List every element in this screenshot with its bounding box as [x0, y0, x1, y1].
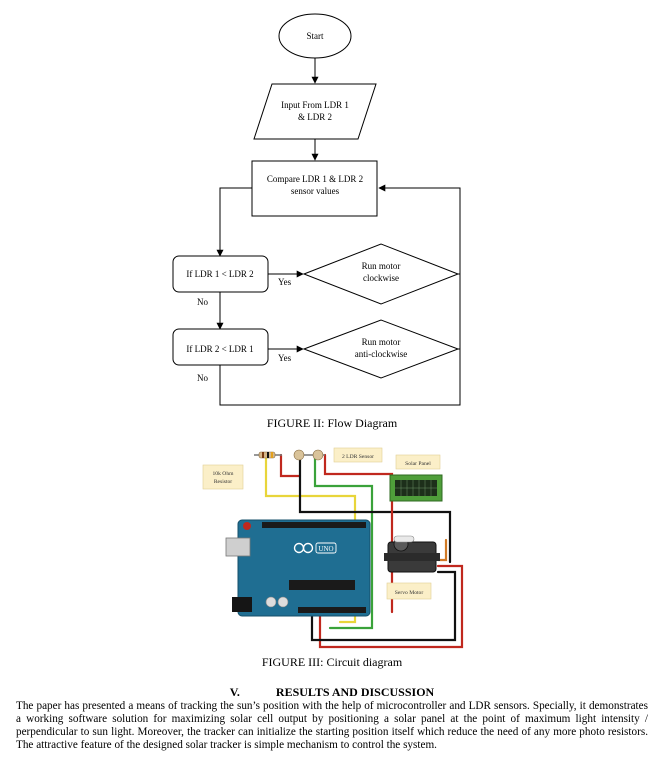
figure-2-caption: FIGURE II: Flow Diagram [266, 416, 398, 430]
figure-3-caption: FIGURE III: Circuit diagram [261, 655, 403, 669]
wire-yellow-1 [264, 456, 357, 624]
compare-process-box [251, 160, 378, 217]
start-label: Start [307, 31, 324, 41]
circuit-diagram: 10k Ohm Resistor 2 LDR Sensor Solar Pane… [202, 447, 464, 649]
resistor-note [202, 464, 244, 490]
input-label-1: Input From LDR 1 [281, 100, 349, 110]
action-2-label-1: Run motor [362, 337, 401, 347]
wire-black-servo [310, 570, 457, 642]
solar-note-text: Solar Panel [405, 461, 431, 467]
ldr-note [333, 447, 383, 463]
compare-label-1: Compare LDR 1 & LDR 2 [267, 174, 363, 184]
input-label-2: & LDR 2 [298, 112, 332, 122]
servo-motor [384, 535, 440, 573]
decision-2-label: If LDR 2 < LDR 1 [186, 344, 253, 354]
section-number: V. [229, 685, 240, 699]
no-label-2: No [197, 373, 208, 383]
resistor-note-line2: Resistor [214, 479, 232, 485]
input-parallelogram [253, 83, 377, 140]
wire-orange-servo [436, 538, 448, 562]
action-1-label-2: clockwise [363, 273, 399, 283]
yes-label-1: Yes [278, 277, 292, 287]
ldr-note-text: 2 LDR Sensor [342, 454, 374, 460]
servo-note [386, 582, 432, 600]
no-label-1: No [197, 297, 208, 307]
solar-panel [389, 474, 443, 502]
section-title: RESULTS AND DISCUSSION [275, 685, 435, 699]
yes-label-2: Yes [278, 353, 292, 363]
section-heading: V. RESULTS AND DISCUSSION [0, 685, 664, 700]
decision-1-label: If LDR 1 < LDR 2 [186, 269, 253, 279]
resistor-1 [254, 451, 282, 459]
board-logo-text: UNO [318, 545, 333, 553]
wire-black-ldr [298, 456, 452, 564]
wire-red-ldr [279, 453, 302, 478]
results-paragraph: The paper has presented a means of track… [16, 700, 648, 751]
compare-label-2: sensor values [291, 186, 340, 196]
action-2-label-2: anti-clockwise [355, 349, 407, 359]
resistor-note-line1: 10k Ohm [213, 471, 235, 477]
wire-red-servo [318, 564, 464, 649]
servo-note-text: Servo Motor [395, 590, 424, 596]
solar-note [395, 454, 441, 470]
arduino-board: UNO [225, 519, 371, 617]
flow-diagram: Start Input From LDR 1 & LDR 2 Compare L… [172, 13, 461, 406]
action-1-label-1: Run motor [362, 261, 401, 271]
wire-green-1 [313, 456, 374, 630]
resistor-2 [293, 449, 325, 461]
